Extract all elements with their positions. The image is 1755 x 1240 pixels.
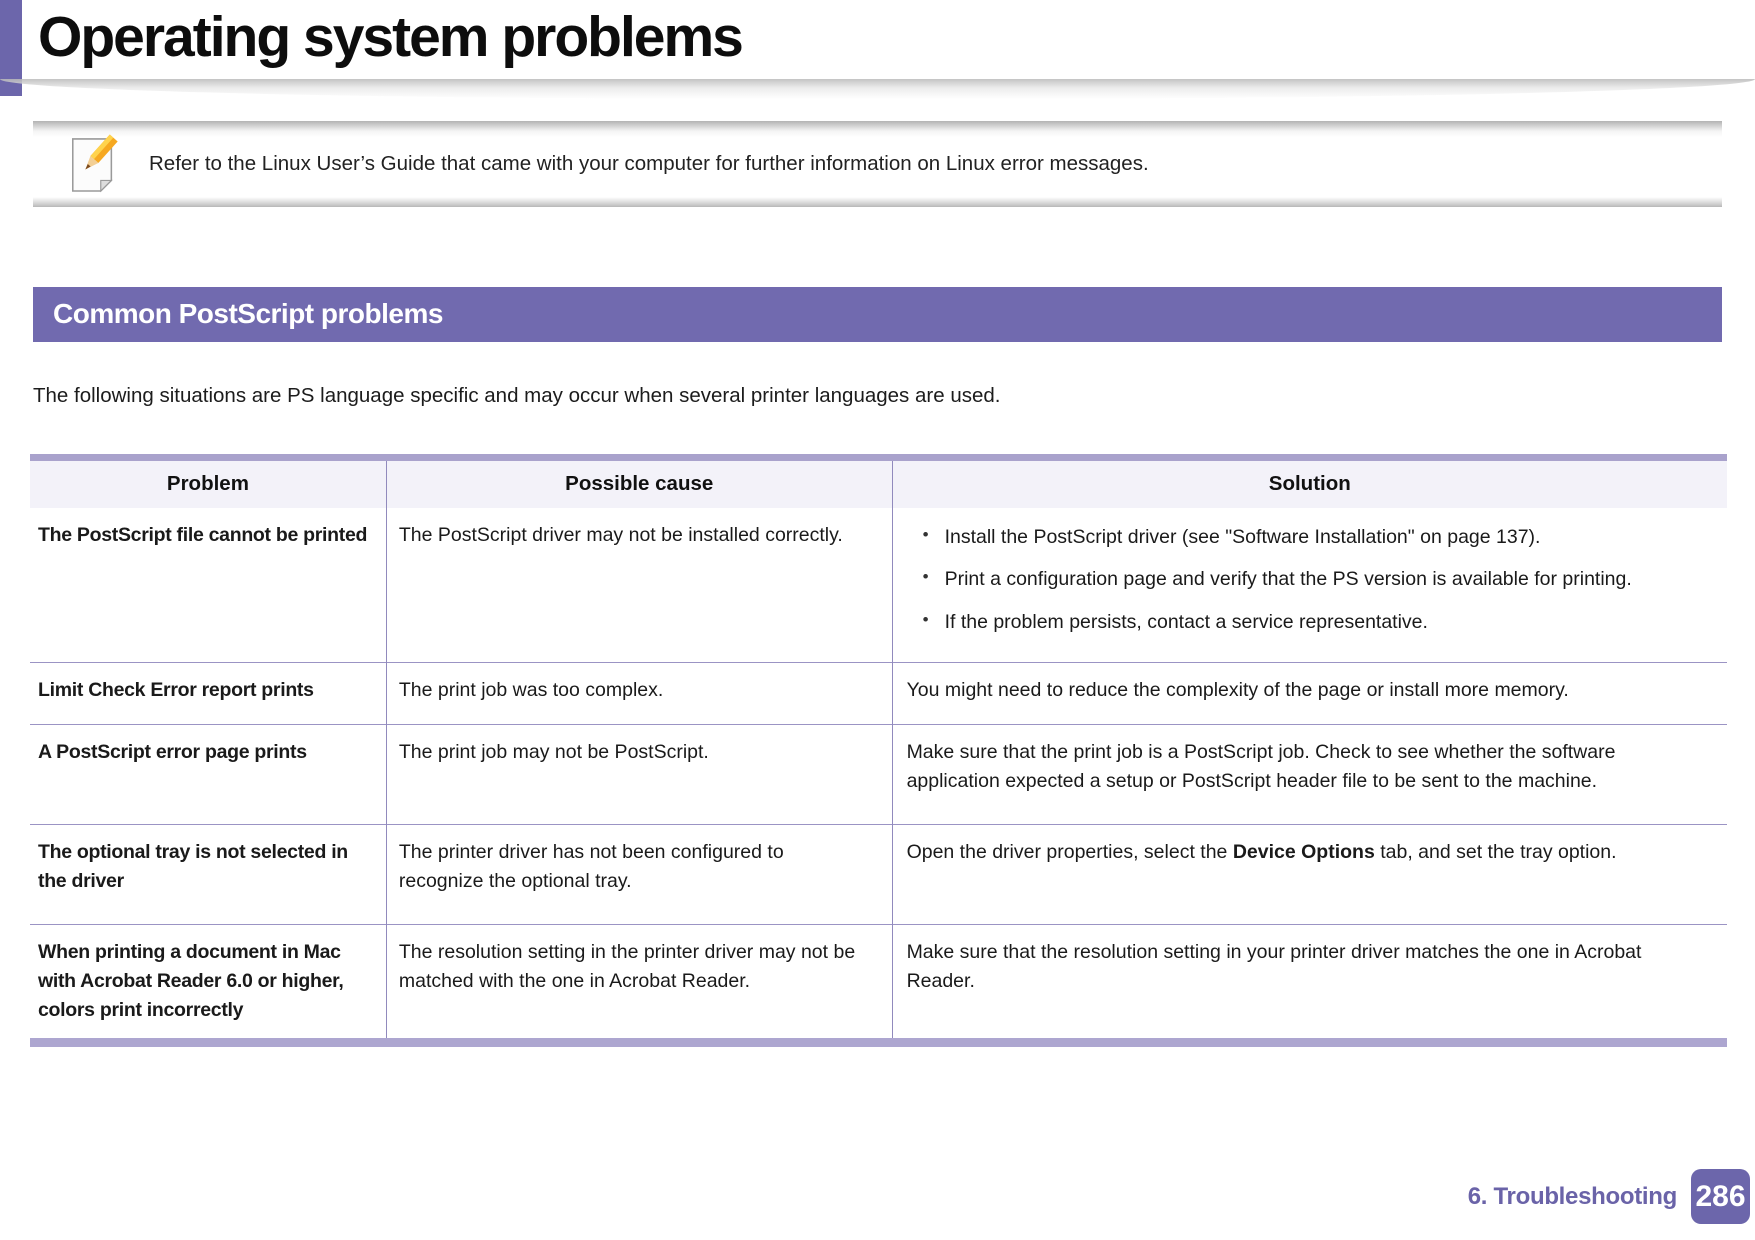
problem-cell: The optional tray is not selected in the… [30, 823, 387, 925]
table-row: A PostScript error page prints The print… [30, 723, 1727, 825]
section-title: Common PostScript problems [53, 298, 443, 330]
column-header-problem: Problem [30, 453, 387, 509]
solution-text-suffix: tab, and set the tray option. [1374, 840, 1617, 863]
cause-cell: The PostScript driver may not be install… [385, 508, 893, 663]
solution-cell: Install the PostScript driver (see "Soft… [891, 508, 1727, 663]
title-shadow-band [0, 78, 1755, 99]
column-header-solution: Solution [891, 453, 1727, 509]
solution-bullet: Print a configuration page and verify th… [907, 565, 1713, 593]
table-row: Limit Check Error report prints The prin… [30, 661, 1727, 725]
page-number-badge: 286 [1691, 1169, 1750, 1224]
problem-cell: The PostScript file cannot be printed [38, 524, 368, 547]
solution-cell: You might need to reduce the complexity … [891, 661, 1727, 725]
solution-bullet: If the problem persists, contact a servi… [907, 608, 1713, 636]
cause-cell: The print job may not be PostScript. [385, 723, 893, 825]
table-row: When printing a document in Mac with Acr… [30, 923, 1727, 1047]
problem-cell: A PostScript error page prints [30, 723, 387, 825]
page-title: Operating system problems [38, 5, 744, 69]
section-banner: Common PostScript problems [33, 286, 1722, 342]
problem-cell: Limit Check Error report prints [30, 661, 387, 725]
problem-cell: When printing a document in Mac with Acr… [30, 923, 387, 1047]
footer-chapter-label: 6. Troubleshooting [1467, 1182, 1678, 1210]
note-text: Refer to the Linux User’s Guide that cam… [149, 151, 1149, 175]
cause-cell: The resolution setting in the printer dr… [385, 923, 893, 1047]
solution-cell: Make sure that the resolution setting in… [891, 923, 1727, 1047]
page-footer: 6. Troubleshooting 286 [1468, 1169, 1750, 1224]
table-row: The optional tray is not selected in the… [30, 823, 1727, 925]
solution-cell: Open the driver properties, select the D… [891, 823, 1727, 925]
table-header-row: Problem Possible cause Solution [30, 453, 1727, 509]
note-pencil-icon [72, 134, 118, 193]
solution-bullet-list: Install the PostScript driver (see "Soft… [907, 523, 1713, 636]
solution-text-prefix: Open the driver properties, select the [906, 840, 1233, 863]
solution-text-bold: Device Options [1232, 840, 1375, 863]
column-header-possible-cause: Possible cause [385, 453, 893, 509]
cause-cell: The print job was too complex. [385, 661, 893, 725]
table-row: The PostScript file cannot be printed Th… [30, 508, 1727, 663]
solution-cell: Make sure that the print job is a PostSc… [891, 723, 1727, 825]
accent-bar [0, 0, 22, 96]
postscript-problems-table: Problem Possible cause Solution The Post… [30, 453, 1727, 1047]
intro-paragraph: The following situations are PS language… [33, 383, 1001, 407]
solution-bullet: Install the PostScript driver (see "Soft… [907, 523, 1713, 551]
page-header: Operating system problems [0, 0, 1755, 99]
note-box: Refer to the Linux User’s Guide that cam… [33, 120, 1722, 207]
cause-cell: The printer driver has not been configur… [385, 823, 893, 925]
